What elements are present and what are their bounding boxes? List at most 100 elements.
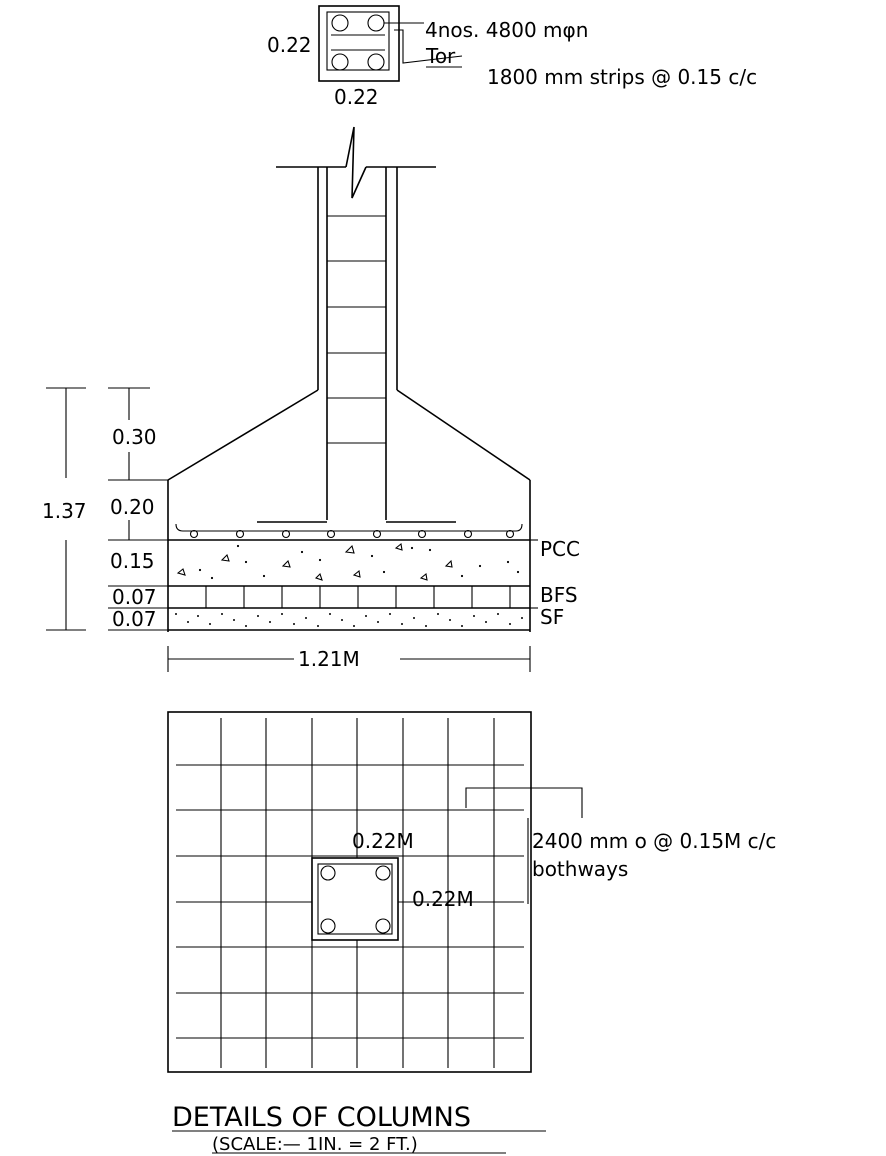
plan-column-outline: [311, 857, 399, 941]
rebar-circle: [367, 53, 385, 71]
bar-section: [235, 529, 245, 539]
pcc-hatch: [176, 542, 520, 581]
sand-dot: [187, 621, 189, 623]
rebar-circle: [375, 865, 391, 881]
aggregate-mark: [314, 572, 323, 581]
sand-dot: [461, 625, 463, 627]
sand-dot: [377, 621, 379, 623]
label-pcc: PCC: [540, 537, 580, 561]
sand-dot: [341, 619, 343, 621]
sand-dot: [428, 548, 432, 552]
base-width-dimension: [167, 646, 531, 672]
sand-dot: [197, 615, 199, 617]
sand-dot: [245, 625, 247, 627]
sand-dot: [233, 619, 235, 621]
drawing-scale: (SCALE:— 1IN. = 2 FT.): [212, 1134, 418, 1155]
bottom-mesh-bar: [175, 523, 523, 532]
rebar-callout-tor: Tor: [425, 44, 456, 68]
dim-pedestal: 0.30: [112, 425, 157, 449]
dim-plan-col-height: 0.22M: [412, 887, 474, 911]
plan-outline: [167, 711, 532, 1073]
section-height-dim: 0.22: [334, 85, 379, 109]
sand-dot: [293, 623, 295, 625]
sand-dot: [425, 625, 427, 627]
rebar-circle: [320, 918, 336, 934]
sf-hatch: [175, 613, 523, 627]
aggregate-mark: [394, 542, 403, 551]
column-outline: [318, 5, 400, 82]
aggregate-mark: [344, 544, 355, 554]
sand-dot: [305, 617, 307, 619]
sand-dot: [317, 625, 319, 627]
footing-elevation: [167, 126, 538, 632]
bar-section: [505, 529, 515, 539]
sand-dot: [478, 564, 482, 568]
sand-dot: [401, 623, 403, 625]
sand-dot: [460, 574, 464, 578]
dim-total-height: 1.37: [42, 499, 87, 523]
bar-section: [372, 529, 382, 539]
sand-dot: [269, 621, 271, 623]
sand-dot: [497, 613, 499, 615]
sand-dot: [244, 560, 248, 564]
aggregate-mark: [176, 568, 186, 576]
rebar-circle: [331, 14, 349, 32]
sand-dot: [509, 623, 511, 625]
aggregate-mark: [419, 572, 428, 581]
mesh-callout: 2400 mm o @ 0.15M c/c: [532, 829, 776, 853]
aggregate-mark: [281, 559, 291, 568]
sand-dot: [262, 574, 266, 578]
dim-pcc: 0.15: [110, 549, 155, 573]
rebar-circle: [331, 53, 349, 71]
mesh-callout-bothways: bothways: [532, 857, 628, 881]
dim-base-width: 1.21M: [298, 647, 360, 671]
sand-dot: [382, 570, 386, 574]
column-cross-section: [318, 5, 463, 82]
bar-section: [417, 529, 427, 539]
label-sf: SF: [540, 605, 564, 629]
sand-dot: [198, 568, 202, 572]
stirrup-callout: 1800 mm strips @ 0.15 c/c: [487, 65, 757, 89]
sand-dot: [410, 546, 414, 550]
sand-dot: [485, 621, 487, 623]
aggregate-mark: [444, 559, 453, 568]
leader-line: [394, 29, 463, 64]
sand-dot: [281, 613, 283, 615]
rebar-circle: [367, 14, 385, 32]
dim-sf: 0.07: [112, 607, 157, 631]
sand-dot: [300, 550, 304, 554]
sand-dot: [221, 613, 223, 615]
mesh-bar-sections: [189, 529, 515, 539]
sand-dot: [449, 619, 451, 621]
sand-dot: [329, 613, 331, 615]
bfs-brick-joints: [205, 586, 511, 608]
label-bfs: BFS: [540, 583, 578, 607]
rebar-circle: [375, 918, 391, 934]
stirrup-outline: [326, 11, 390, 71]
section-width-dim: 0.22: [267, 33, 312, 57]
aggregate-mark: [220, 553, 230, 562]
mesh-leader: [465, 787, 583, 818]
footing-slope: [396, 389, 531, 481]
footing-slope: [167, 389, 319, 481]
sand-dot: [318, 558, 322, 562]
footing-plan: [167, 711, 583, 1073]
sand-dot: [210, 576, 214, 580]
sand-dot: [257, 615, 259, 617]
sand-dot: [521, 617, 523, 619]
sand-dot: [437, 613, 439, 615]
plan-column-stirrup: [317, 863, 393, 935]
sand-dot: [175, 613, 177, 615]
sand-dot: [236, 544, 240, 548]
sand-dot: [413, 617, 415, 619]
dim-plan-col-width: 0.22M: [352, 829, 414, 853]
bar-section: [189, 529, 199, 539]
sand-dot: [365, 615, 367, 617]
aggregate-mark: [352, 569, 361, 578]
break-zigzag: [345, 126, 367, 199]
bar-section: [463, 529, 473, 539]
dim-footing: 0.20: [110, 495, 155, 519]
rebar-circle: [320, 865, 336, 881]
drawing-title: DETAILS OF COLUMNS: [172, 1102, 471, 1133]
